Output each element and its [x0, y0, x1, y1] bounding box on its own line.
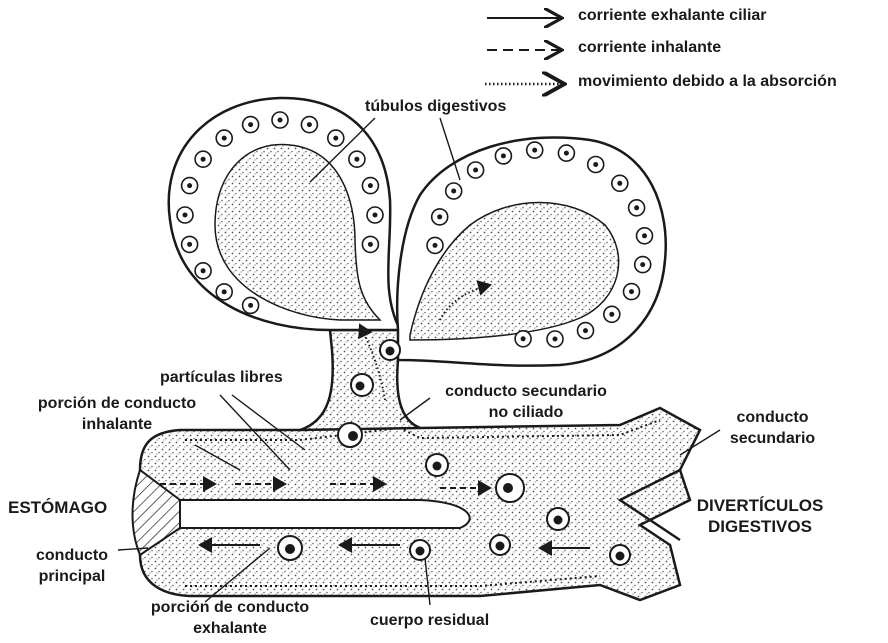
label-principal: conducto principal: [22, 545, 122, 587]
label-inhalante-line1: porción de conducto: [6, 393, 228, 414]
cell-nucleolus: [368, 242, 373, 247]
label-diverticulos-line1: DIVERTÍCULOS: [685, 495, 835, 516]
cell-nucleolus: [437, 214, 442, 219]
cell-nucleolus: [532, 148, 537, 153]
label-secundario: conducto secundario: [715, 407, 830, 449]
cell-nucleolus: [642, 233, 647, 238]
cell-nucleolus: [201, 268, 206, 273]
cell-nucleolus: [333, 136, 338, 141]
legend-dotted-label: movimiento debido a la absorción: [578, 73, 837, 91]
cell-nucleolus: [248, 303, 253, 308]
cell-nucleolus: [451, 189, 456, 194]
label-sec-line2: secundario: [715, 428, 830, 449]
cell-nucleolus: [501, 153, 506, 158]
label-sec-nc-line1: conducto secundario: [420, 381, 632, 402]
label-principal-line2: principal: [22, 566, 122, 587]
cell-nucleolus: [629, 289, 634, 294]
label-principal-line1: conducto: [22, 545, 122, 566]
cell-nucleolus: [354, 157, 359, 162]
legend-dashed-label: corriente inhalante: [578, 39, 721, 57]
label-sec-line1: conducto: [715, 407, 830, 428]
cell-nucleolus: [583, 328, 588, 333]
label-secundario-no-ciliado: conducto secundario no ciliado: [420, 381, 632, 423]
cell-nucleolus: [564, 151, 569, 156]
cell-nucleolus: [222, 289, 227, 294]
label-diverticulos: DIVERTÍCULOS DIGESTIVOS: [685, 495, 835, 537]
cell-nucleolus: [617, 181, 622, 186]
cell-nucleolus: [473, 168, 478, 173]
cell-nucleolus: [183, 213, 188, 218]
label-exhalante-line1: porción de conducto: [120, 597, 340, 618]
cell-nucleolus: [593, 162, 598, 167]
label-residual: cuerpo residual: [370, 610, 489, 631]
label-inhalante: porción de conducto inhalante: [6, 393, 228, 435]
left-digestive-tubule: [169, 98, 400, 330]
main-duct: [133, 408, 701, 600]
cell-nucleolus: [278, 118, 283, 123]
label-tubulos: túbulos digestivos: [365, 96, 506, 117]
cell-nucleolus: [222, 136, 227, 141]
cell-nucleolus: [609, 312, 614, 317]
cell-nucleolus: [187, 242, 192, 247]
cell-nucleolus: [634, 205, 639, 210]
label-inhalante-line2: inhalante: [6, 414, 228, 435]
legend-solid-label: corriente exhalante ciliar: [578, 7, 767, 25]
cell-nucleolus: [640, 262, 645, 267]
cell-nucleolus: [433, 243, 438, 248]
label-diverticulos-line2: DIGESTIVOS: [685, 516, 835, 537]
cell-nucleolus: [368, 183, 373, 188]
cell-nucleolus: [373, 213, 378, 218]
cell-nucleolus: [307, 122, 312, 127]
cell-nucleolus: [248, 122, 253, 127]
label-estomago: ESTÓMAGO: [8, 497, 107, 518]
cell-nucleolus: [521, 336, 526, 341]
label-particulas: partículas libres: [160, 367, 283, 388]
legend-arrows: [485, 18, 562, 84]
label-exhalante: porción de conducto exhalante: [120, 597, 340, 639]
label-exhalante-line2: exhalante: [120, 618, 340, 639]
cell-nucleolus: [553, 337, 558, 342]
cell-nucleolus: [201, 157, 206, 162]
cell-nucleolus: [187, 183, 192, 188]
label-sec-nc-line2: no ciliado: [420, 402, 632, 423]
